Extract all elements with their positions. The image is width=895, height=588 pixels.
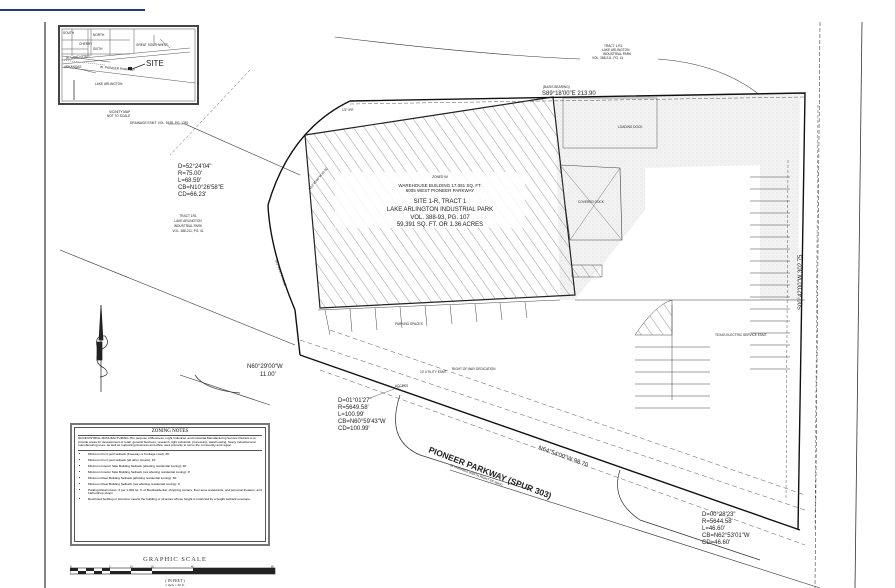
site-info-block: ZONED IM WAREHOUSE BUILDING 17,081 SQ. F… (387, 175, 493, 228)
site-name: SITE 1-R, TRACT 1 (414, 199, 467, 205)
zoning-note-item: Parking-Retail stores, 3 per 1,000 sq. f… (88, 488, 262, 496)
zoning-note-item: Minimum front yard setback (all other st… (88, 458, 262, 463)
svg-text:L=46.60': L=46.60' (702, 526, 725, 532)
scale-tick: 80 (271, 566, 274, 569)
vicinity-caption: NOT TO SCALE (107, 114, 130, 118)
park-name: LAKE ARLINGTON INDUSTRIAL PARK (387, 207, 493, 213)
svg-text:CB=N62°53'01"W: CB=N62°53'01"W (702, 533, 750, 539)
street-label: W. PIONEER PARKWAY (100, 65, 136, 72)
header-accent-bar (0, 9, 145, 11)
building-label: WAREHOUSE BUILDING 17,081 SQ. FT. (398, 183, 481, 188)
access-label: ACCESS (395, 384, 408, 388)
street-label: GREAT SOUTHWEST (136, 43, 168, 47)
street-label: NORTH (93, 33, 105, 37)
south-bearing: N64°54'00"W 98.70 (537, 445, 589, 469)
tract-west-label: TRACT 1R1 LAKE ARLINGTON INDUSTRIAL PARK… (172, 214, 204, 233)
svg-text:L=100.99': L=100.99' (338, 412, 364, 418)
tract-north-label: TRACT 1-R1 LAKE ARLINGTON INDUSTRIAL PAR… (592, 44, 632, 60)
street-label: ARKANSAS (64, 65, 81, 69)
zoning-note-item: Minimum Rear Building Setback (abutting … (88, 476, 262, 481)
scale-tick: 20 (70, 566, 72, 569)
svg-text:INDUSTRIAL PARK: INDUSTRIAL PARK (174, 224, 203, 228)
west-bearing: N13°45'00"W 65.83 (274, 259, 287, 287)
scale-bar: 20 0 10 20 40 80 (70, 566, 276, 575)
street-label: SIXTH (93, 47, 103, 51)
svg-text:L=68.59': L=68.59' (178, 178, 201, 184)
sw-distance: 11.00' (260, 372, 276, 378)
north-bearing: S89°18'00"E 213.90 (542, 91, 596, 97)
street-label: CHERRY (79, 42, 93, 46)
zoning-label: ZONED IM (432, 175, 448, 179)
zoning-note-item: Minimum Rear Building Setback (not abutt… (88, 482, 262, 487)
curve-1-data: D=52°24'04" R=75.00' L=68.59' CB=N10°26'… (178, 164, 224, 198)
scale-tick: 20 (151, 566, 154, 569)
property-boundary-west (267, 100, 351, 311)
graphic-scale: GRAPHIC SCALE 20 0 10 20 40 80 ( IN FEET… (70, 556, 280, 588)
sw-bearing: N60°29'00"W (247, 364, 283, 370)
zoning-note-item: Minimum front yard setback (Freeway or f… (88, 452, 262, 457)
zoning-notes-intro: IM-INDUSTRIAL MANUFACTURING-The purpose … (78, 436, 262, 451)
property-boundary-north-east (349, 92, 806, 531)
zoning-note-item: Minimum Interior Side Building Setback (… (88, 470, 262, 475)
zoning-notes-box: ZONING NOTES IM-INDUSTRIAL MANUFACTURING… (70, 423, 270, 546)
svg-text:D=52°24'04": D=52°24'04" (178, 164, 212, 170)
svg-text:TRACT 1-R1: TRACT 1-R1 (604, 44, 623, 48)
east-bearing: S00°42'00"W 302.75 (798, 254, 804, 310)
svg-text:VOL. 388-211, PG. 41: VOL. 388-211, PG. 41 (592, 56, 624, 60)
zoning-notes-title: ZONING NOTES (78, 429, 262, 436)
vicinity-map: SITE SOUTH NORTH CHERRY SIXTH GREAT SOUT… (58, 25, 199, 118)
svg-text:CB=N10°26'58"E: CB=N10°26'58"E (178, 185, 224, 191)
svg-text:LAKE ARLINGTON: LAKE ARLINGTON (602, 48, 630, 52)
electric-esmt-label: TEXAS ELECTRIC SERVICE ESMT. (715, 333, 767, 337)
svg-text:CD=100.99': CD=100.99' (338, 426, 370, 432)
svg-text:R=5644.58': R=5644.58' (702, 519, 733, 525)
row-esmt-label: RIGHT-OF-WAY DEDICATION (452, 367, 496, 371)
street-label: W. LANCASTER (66, 54, 91, 60)
svg-text:R=75.00': R=75.00' (178, 171, 202, 177)
svg-text:CD=46.60': CD=46.60' (702, 540, 730, 546)
road-name: PIONEER PARKWAY (SPUR 303) (427, 445, 553, 501)
svg-text:R=5649.58': R=5649.58' (338, 405, 369, 411)
zoning-notes-list: Minimum front yard setback (Freeway or f… (78, 452, 262, 502)
scale-units: ( IN FEET ) (165, 578, 185, 583)
basis-bearing-label: (BASIS BEARING) (543, 85, 570, 89)
svg-text:D=00°28'23": D=00°28'23" (702, 512, 736, 518)
svg-text:LAKE ARLINGTON: LAKE ARLINGTON (174, 219, 202, 223)
curve-3-data: D=00°28'23" R=5644.58' L=46.60' CB=N62°5… (702, 512, 750, 546)
street-label: LAKE ARLINGTON (95, 82, 123, 86)
zoning-note-item: Restricted building or structure means t… (88, 497, 262, 502)
scale-tick: 40 (191, 566, 194, 569)
svg-text:TRACT 1R1: TRACT 1R1 (179, 214, 197, 218)
utility-esmt-label: 10' UTILITY ESMT. (420, 370, 447, 374)
drainage-esmt-label: DRAINAGE ESMT. VOL. 8198, PG. 1351 (130, 121, 189, 125)
iron-rod-label: 1/2" IRF (342, 108, 354, 112)
loading-dock-label: LOADING DOCK (618, 125, 643, 129)
address-label: 6005 WEST PIONEER PARKWAY (406, 188, 475, 193)
svg-text:D=01°01'27": D=01°01'27" (338, 398, 372, 404)
street-label: SOUTH (63, 31, 75, 35)
svg-text:VOL. 388-211, PG. 41: VOL. 388-211, PG. 41 (172, 229, 204, 233)
svg-text:CB=N60°59'43"W: CB=N60°59'43"W (338, 419, 386, 425)
zoning-note-item: Minimum Interior Side Building Setback (… (88, 464, 262, 469)
parking-stripes-east (750, 176, 790, 370)
svg-text:CD=66.23': CD=66.23' (178, 192, 206, 198)
svg-text:INDUSTRIAL PARK: INDUSTRIAL PARK (603, 52, 632, 56)
parking-label: PARKING SPACES (395, 322, 423, 326)
covered-dock-label: COVERED DOCK (578, 200, 605, 204)
property-boundary-south (299, 354, 801, 531)
scale-tick: 10 (130, 566, 133, 569)
vicinity-site-label: SITE (146, 59, 164, 68)
volume-label: VOL. 388-93, PG. 107 (410, 215, 470, 221)
scale-ratio: 1 inch = 20 ft. (165, 583, 185, 587)
vicinity-caption: VICINITY MAP (109, 110, 130, 114)
area-label: 59,391 SQ. FT. OR 1.36 ACRES (397, 222, 483, 228)
graphic-scale-title: GRAPHIC SCALE (143, 556, 207, 563)
north-arrow-icon (96, 304, 108, 392)
scale-tick: 0 (109, 566, 111, 569)
curve-2-data: D=01°01'27" R=5649.58' L=100.99' CB=N60°… (338, 398, 386, 432)
